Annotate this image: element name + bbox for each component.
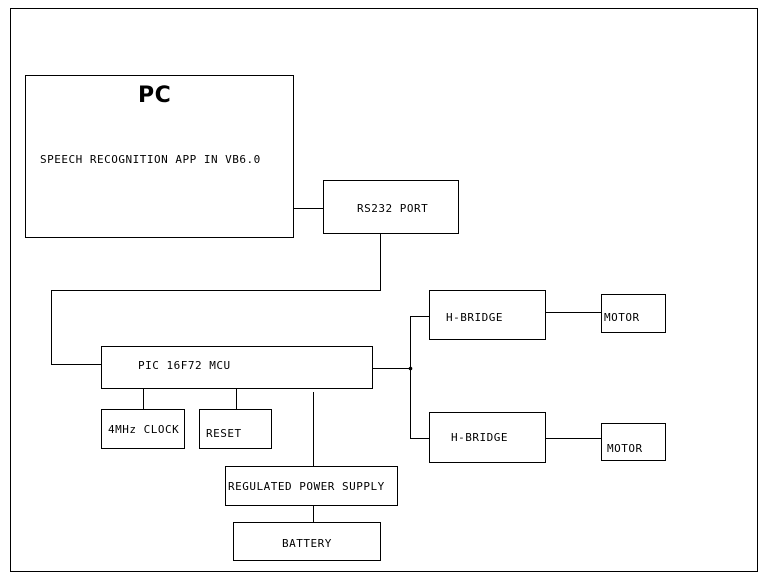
clock-label: 4MHz CLOCK	[108, 423, 180, 436]
rs232-block	[323, 180, 459, 234]
rs232-mcu-link	[51, 233, 381, 365]
mcu-label: PIC 16F72 MCU	[138, 359, 231, 372]
motor-bottom-label: MOTOR	[607, 442, 643, 455]
reset-label: RESET	[206, 427, 242, 440]
motor-bottom-block	[601, 423, 666, 461]
clock-block	[101, 409, 185, 449]
hbridge-bus	[410, 316, 429, 439]
power-supply-label: REGULATED POWER SUPPLY	[228, 480, 385, 493]
battery-label: BATTERY	[282, 537, 332, 550]
hbridge-top-label: H-BRIDGE	[446, 311, 503, 324]
diagram-frame	[10, 8, 758, 572]
rs232-label: RS232 PORT	[357, 202, 429, 215]
power-supply-block	[225, 466, 398, 506]
hbridge-top-block	[429, 290, 546, 340]
mcu-block	[101, 346, 373, 389]
motor-top-label: MOTOR	[604, 311, 640, 324]
reset-block	[199, 409, 272, 449]
hbridge-bottom-label: H-BRIDGE	[451, 431, 508, 444]
hbridge-bottom-block	[429, 412, 546, 463]
pc-block	[25, 75, 294, 238]
pc-title: PC	[138, 83, 172, 108]
junction-dot	[408, 366, 413, 371]
pc-subtitle: SPEECH RECOGNITION APP IN VB6.0	[40, 153, 261, 166]
battery-block	[233, 522, 381, 561]
motor-top-block	[601, 294, 666, 333]
